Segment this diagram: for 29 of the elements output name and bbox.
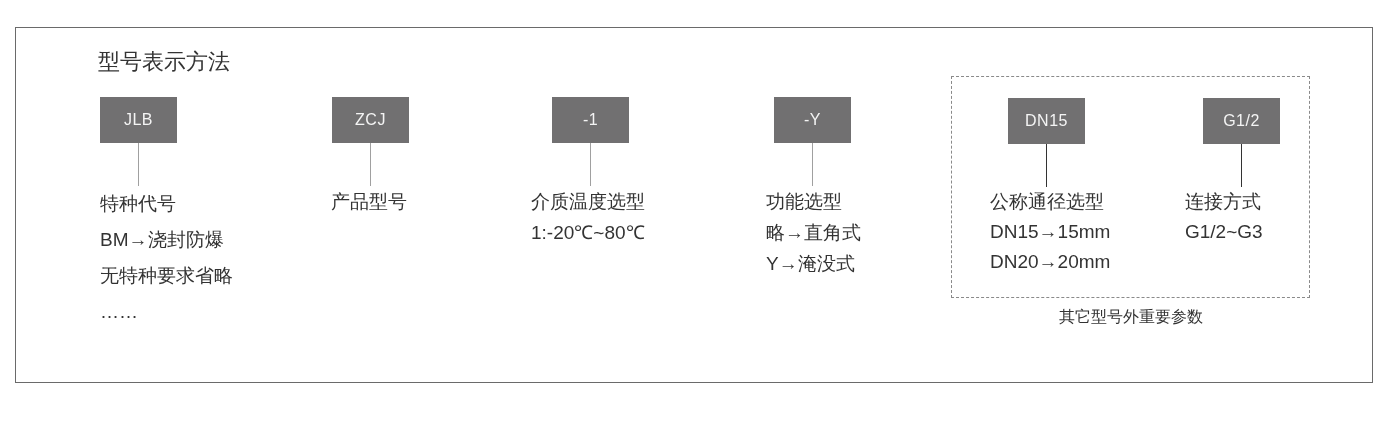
option-text: Y→淹没式 [766,252,855,276]
code-box: -Y [774,97,851,143]
connector-line [370,142,371,187]
option-text: 略→直角式 [766,221,861,245]
code-box: -1 [552,97,629,143]
connector-line [1046,143,1047,188]
field-heading: 特种代号 [100,192,176,216]
option-text: DN15→15mm [990,220,1111,244]
option-text: DN20→20mm [990,250,1111,274]
option-text: 无特种要求省略 [100,264,233,288]
diagram-title: 型号表示方法 [98,48,230,76]
field-heading: 公称通径选型 [990,190,1104,214]
connector-line [138,142,139,187]
group-caption: 其它型号外重要参数 [1057,307,1204,327]
connector-line [812,142,813,187]
field-heading: 产品型号 [331,190,407,214]
option-text: G1/2~G3 [1185,220,1263,244]
code-box: JLB [100,97,177,143]
field-heading: 连接方式 [1185,190,1261,214]
option-text: …… [100,300,138,324]
connector-line [1241,143,1242,188]
option-text: 1:-20℃~80℃ [531,221,645,245]
code-box: G1/2 [1203,98,1280,144]
code-box: DN15 [1008,98,1085,144]
field-heading: 功能选型 [766,190,842,214]
connector-line [590,142,591,187]
code-box: ZCJ [332,97,409,143]
field-heading: 介质温度选型 [531,190,645,214]
option-text: BM→浇封防爆 [100,228,224,252]
